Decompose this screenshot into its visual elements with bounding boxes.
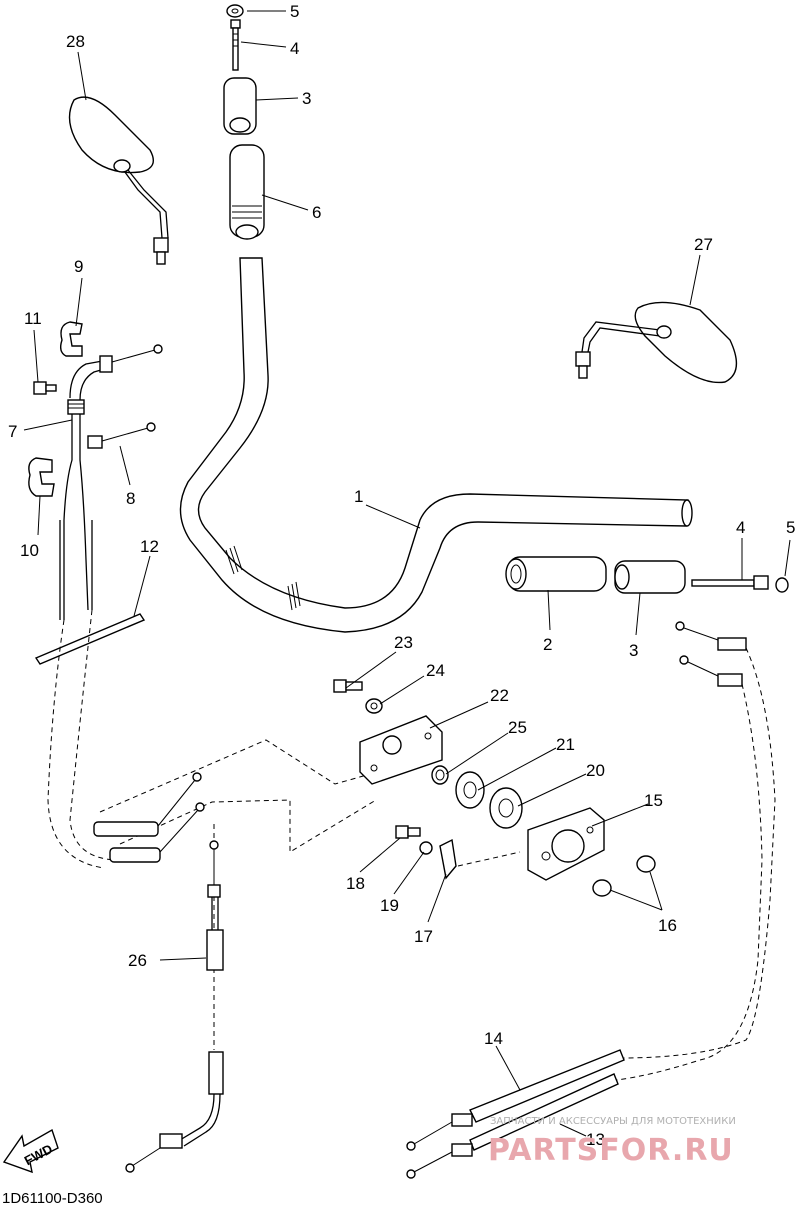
callout-5-right: 5 bbox=[786, 518, 795, 537]
throttle-guide-part bbox=[455, 771, 485, 809]
watermark-brand: PARTSFOR.RU bbox=[488, 1133, 734, 1168]
bar-end-weight-part bbox=[223, 77, 257, 135]
bar-end-nut-part bbox=[226, 4, 244, 18]
callout-6: 6 bbox=[312, 203, 321, 222]
callout-16: 16 bbox=[658, 916, 677, 935]
throttle-cable-assembly bbox=[59, 344, 163, 620]
mirror-left-part bbox=[68, 96, 169, 265]
switch-housing-lower-part bbox=[527, 807, 605, 881]
callout-22: 22 bbox=[490, 686, 509, 705]
callout-8: 8 bbox=[126, 489, 135, 508]
callout-20: 20 bbox=[586, 761, 605, 780]
callout-3-right: 3 bbox=[629, 641, 638, 660]
spring-part bbox=[431, 765, 449, 785]
handlebar-part bbox=[179, 257, 693, 633]
callout-4: 4 bbox=[290, 39, 299, 58]
callout-25: 25 bbox=[508, 718, 527, 737]
cable-holder-part bbox=[59, 321, 83, 357]
callout-18: 18 bbox=[346, 874, 365, 893]
brake-switch-cable-lower bbox=[93, 772, 205, 863]
handlebar-grip-left-part bbox=[229, 144, 265, 240]
callout-27: 27 bbox=[694, 235, 713, 254]
forward-arrow-icon: FWD bbox=[2, 1128, 59, 1174]
assembly-line bbox=[457, 851, 521, 867]
bracket-part bbox=[439, 838, 457, 880]
callout-14: 14 bbox=[484, 1029, 503, 1048]
watermark-tagline: ЗАПЧАСТИ И АКСЕССУАРЫ ДЛЯ МОТОТЕХНИКИ bbox=[490, 1116, 736, 1127]
callout-28: 28 bbox=[66, 32, 85, 51]
callout-11: 11 bbox=[24, 309, 42, 328]
callout-21: 21 bbox=[556, 735, 575, 754]
nut-part bbox=[592, 855, 656, 897]
small-bolt-part bbox=[33, 381, 57, 395]
choke-cable-part bbox=[125, 840, 224, 1173]
callout-10: 10 bbox=[20, 541, 39, 560]
callout-24: 24 bbox=[426, 661, 445, 680]
bar-end-bolt-part bbox=[230, 19, 241, 71]
adjuster-part bbox=[87, 422, 156, 449]
callout-3: 3 bbox=[302, 89, 311, 108]
callout-5: 5 bbox=[290, 2, 299, 21]
callout-26: 26 bbox=[128, 951, 147, 970]
washer-part bbox=[365, 698, 383, 714]
callout-labels: 5 4 3 6 28 27 1 2 3 4 5 9 11 7 8 10 12 2… bbox=[8, 2, 795, 1149]
callout-13: 13 bbox=[586, 1130, 605, 1149]
throttle-cables-right bbox=[406, 621, 776, 1179]
cable-tie-part bbox=[34, 613, 146, 665]
pulley-part bbox=[489, 787, 523, 829]
screw-lower-part bbox=[395, 825, 421, 839]
cable-clamp-part bbox=[28, 457, 55, 497]
handlebar-grip-right-part bbox=[505, 556, 607, 592]
callout-2: 2 bbox=[543, 635, 552, 654]
callout-23: 23 bbox=[394, 633, 413, 652]
washer-lower-part bbox=[419, 841, 433, 855]
callout-15: 15 bbox=[644, 791, 663, 810]
leader-lines bbox=[23, 10, 791, 1137]
callout-9: 9 bbox=[74, 257, 83, 276]
callout-19: 19 bbox=[380, 896, 399, 915]
bar-end-weight-right-part bbox=[614, 560, 686, 594]
callout-1: 1 bbox=[354, 487, 363, 506]
switch-housing-part bbox=[359, 715, 443, 785]
mirror-right-part bbox=[575, 301, 738, 384]
callout-4-right: 4 bbox=[736, 518, 745, 537]
callout-17: 17 bbox=[414, 927, 433, 946]
bar-end-bolt-right-part bbox=[691, 575, 769, 590]
diagram-code: 1D61100-D360 bbox=[2, 1190, 103, 1207]
callout-12: 12 bbox=[140, 537, 159, 556]
bar-end-nut-right-part bbox=[775, 577, 789, 593]
callout-7: 7 bbox=[8, 422, 17, 441]
